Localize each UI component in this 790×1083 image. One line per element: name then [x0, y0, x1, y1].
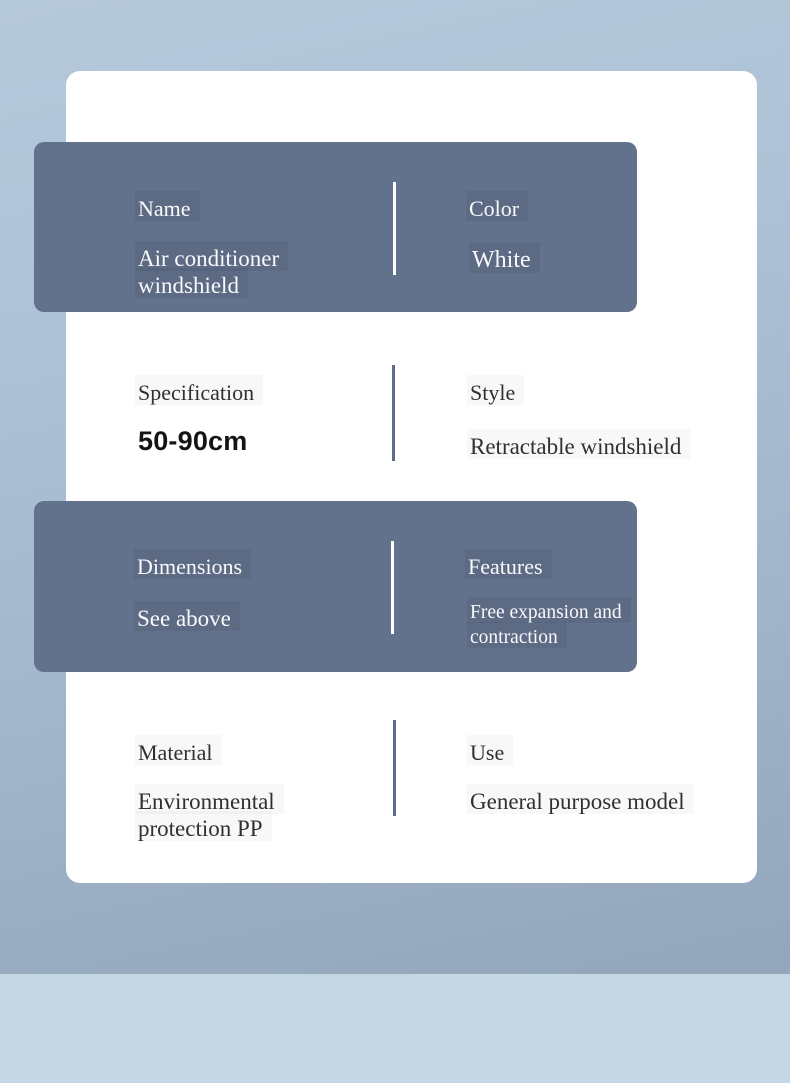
value-use: General purpose model	[467, 784, 694, 815]
column-divider-row3	[391, 541, 394, 634]
label-specification-text: Specification	[135, 375, 264, 405]
label-features: Features	[465, 549, 552, 580]
label-color-text: Color	[466, 191, 529, 221]
column-divider-row1	[393, 182, 396, 275]
label-features-text: Features	[465, 549, 552, 579]
label-name: Name	[135, 191, 200, 222]
value-features: Free expansion and contraction	[467, 597, 631, 650]
value-style-text: Retractable windshield	[467, 429, 691, 459]
label-specification: Specification	[135, 375, 264, 406]
value-dimensions: See above	[134, 601, 240, 632]
column-divider-row4	[393, 720, 396, 816]
spec-band-row-1	[34, 142, 637, 312]
value-use-text: General purpose model	[467, 784, 694, 814]
label-color: Color	[466, 191, 529, 222]
value-color-text: White	[469, 242, 540, 273]
value-color: White	[469, 242, 540, 274]
label-style-text: Style	[467, 375, 525, 405]
label-name-text: Name	[135, 191, 200, 221]
value-style: Retractable windshield	[467, 429, 691, 460]
label-material-text: Material	[135, 735, 222, 765]
label-use-text: Use	[467, 735, 514, 765]
value-name: Air conditioner windshield	[135, 241, 328, 299]
label-dimensions: Dimensions	[134, 549, 252, 580]
bottom-band	[0, 974, 790, 1083]
column-divider-row2	[392, 365, 395, 461]
label-material: Material	[135, 735, 222, 766]
label-dimensions-text: Dimensions	[134, 549, 252, 579]
value-material-text: Environmental protection PP	[135, 784, 284, 841]
spec-band-row-2	[34, 501, 637, 672]
value-specification: 50-90cm	[138, 426, 247, 457]
value-name-text: Air conditioner windshield	[135, 241, 289, 298]
value-material: Environmental protection PP	[135, 784, 348, 842]
value-dimensions-text: See above	[134, 601, 240, 631]
value-features-text: Free expansion and contraction	[467, 597, 631, 648]
value-specification-text: 50-90cm	[138, 426, 248, 456]
label-use: Use	[467, 735, 514, 766]
label-style: Style	[467, 375, 525, 406]
